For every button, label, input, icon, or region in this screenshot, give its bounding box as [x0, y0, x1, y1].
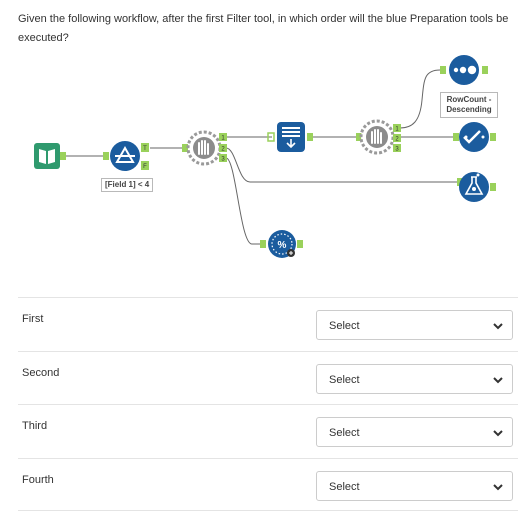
- chevron-down-icon: [493, 323, 503, 330]
- connection-control2-rowcount: [399, 69, 441, 129]
- select-tool[interactable]: [453, 122, 496, 152]
- filter-false-anchor: [141, 161, 149, 170]
- select-first-value: Select: [329, 320, 360, 332]
- select-fourth[interactable]: Select: [316, 470, 513, 501]
- sort-tool[interactable]: [267, 122, 313, 152]
- answer-label-first: First: [22, 313, 44, 325]
- connection-control-sample: [225, 157, 262, 245]
- input-data-tool[interactable]: [34, 143, 66, 169]
- answer-label-fourth: Fourth: [22, 473, 54, 486]
- rowcount-label-line1: RowCount -: [446, 95, 492, 104]
- select-second[interactable]: Select: [316, 363, 513, 394]
- connections: [66, 69, 460, 245]
- chevron-down-icon: [493, 430, 503, 437]
- filter-expression-label: [Field 1] < 4: [101, 178, 154, 192]
- question-text: Given the following workflow, after the …: [18, 13, 509, 44]
- answer-row-first: First Select: [18, 297, 518, 351]
- formula-tool[interactable]: [457, 172, 496, 202]
- answer-rows: First Select Second Select Third Select …: [18, 297, 518, 511]
- control-1-anchor-3-label: 3: [221, 157, 225, 163]
- filter-true-anchor-label: T: [143, 146, 147, 152]
- control-tool-1[interactable]: 1 2 3: [182, 130, 227, 166]
- sample-tool[interactable]: %: [260, 230, 303, 258]
- workflow-canvas: T F 1 2 3: [34, 55, 498, 258]
- workflow-diagram: T F 1 2 3: [34, 55, 496, 258]
- answer-label-second: Second: [22, 366, 60, 379]
- filter-false-anchor-label: F: [143, 164, 147, 170]
- control-2-anchor-2-label: 2: [395, 137, 399, 143]
- rowcount-label: RowCount - Descending: [440, 92, 498, 118]
- filter-true-anchor: [141, 143, 149, 152]
- chevron-down-icon: [493, 376, 503, 383]
- control-tool-2[interactable]: 1 2 3: [356, 119, 401, 155]
- rowcount-label-line2: Descending: [446, 105, 492, 114]
- control-1-anchor-2-label: 2: [221, 147, 225, 153]
- chevron-down-icon: [493, 483, 503, 490]
- select-second-value: Select: [329, 373, 360, 386]
- answer-row-third: Third Select: [18, 404, 518, 458]
- rowcount-tool[interactable]: [440, 55, 488, 85]
- percent-icon: %: [278, 240, 287, 251]
- answer-row-fourth: Fourth Select: [18, 457, 518, 511]
- control-2-anchor-3-label: 3: [395, 147, 399, 153]
- connection-control-formula: [225, 147, 460, 183]
- answer-label-third: Third: [22, 420, 48, 432]
- select-third-value: Select: [329, 427, 360, 439]
- select-first[interactable]: Select: [316, 310, 513, 340]
- control-2-anchor-1-label: 1: [395, 127, 399, 133]
- select-fourth-value: Select: [329, 480, 360, 493]
- filter-tool[interactable]: T F: [103, 141, 149, 171]
- answer-row-second: Second Select: [18, 350, 518, 405]
- control-1-anchor-1-label: 1: [221, 136, 225, 142]
- select-third[interactable]: Select: [316, 417, 513, 447]
